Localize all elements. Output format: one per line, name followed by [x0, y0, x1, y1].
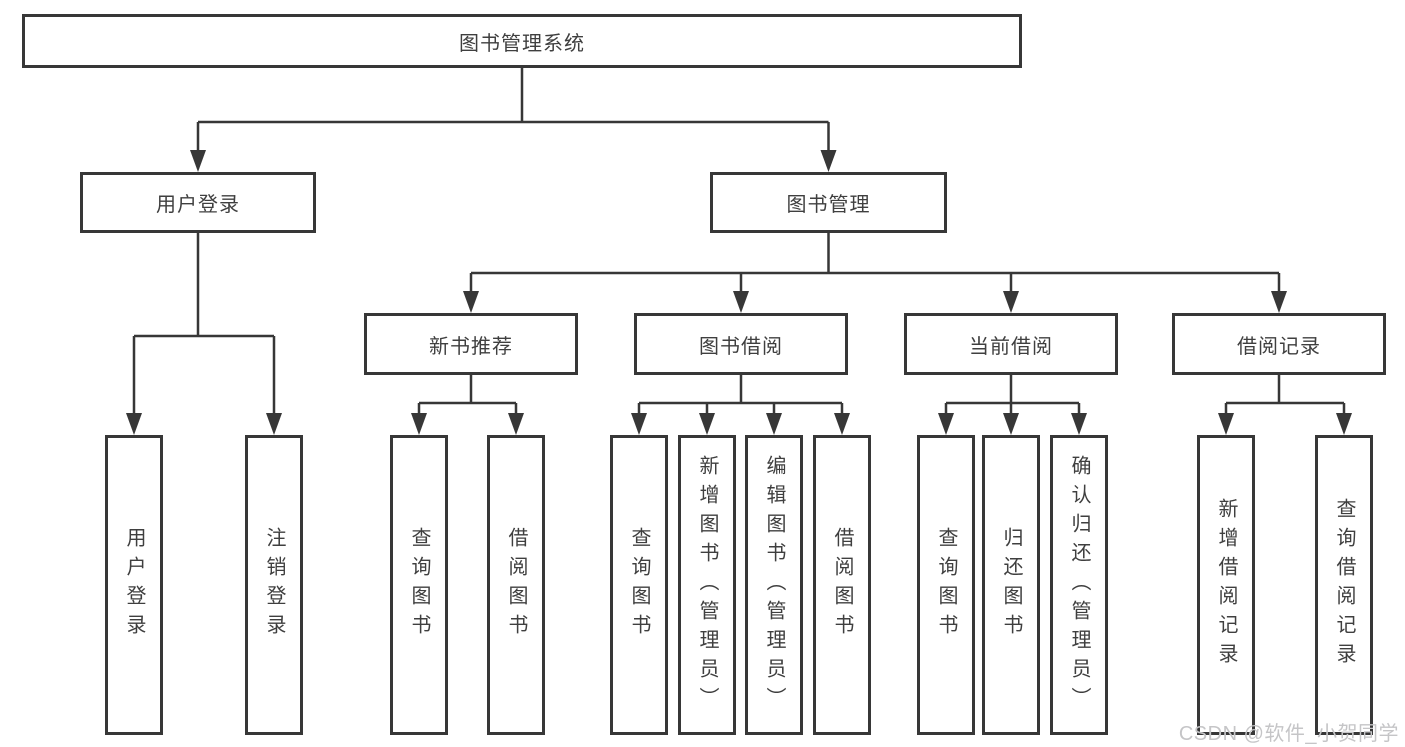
leaf-query-books-current: 查询图书 — [917, 435, 975, 735]
connector-currentborrow-to-leaves — [944, 375, 1081, 416]
leaf-user-login-label: 用户登录 — [123, 527, 145, 643]
node-current-borrow: 当前借阅 — [904, 313, 1118, 375]
leaf-query-books-recommend: 查询图书 — [390, 435, 448, 735]
leaf-borrow-books-recommend: 借阅图书 — [487, 435, 545, 735]
leaf-return-books: 归还图书 — [982, 435, 1040, 735]
leaf-confirm-return-admin-label: 确认归还（管理员） — [1068, 454, 1090, 716]
node-borrow-records: 借阅记录 — [1172, 313, 1386, 375]
leaf-add-borrow-record-label: 新增借阅记录 — [1215, 498, 1237, 672]
node-current-borrow-label: 当前借阅 — [969, 335, 1053, 358]
leaf-edit-book-admin: 编辑图书（管理员） — [745, 435, 803, 735]
leaf-query-borrow-record: 查询借阅记录 — [1315, 435, 1373, 735]
node-book-management-label: 图书管理 — [786, 194, 871, 216]
leaf-query-books-recommend-label: 查询图书 — [408, 527, 430, 643]
node-new-book-recommend: 新书推荐 — [364, 313, 578, 375]
node-borrow-records-label: 借阅记录 — [1237, 335, 1321, 358]
leaf-edit-book-admin-label: 编辑图书（管理员） — [763, 454, 785, 716]
leaf-add-borrow-record: 新增借阅记录 — [1197, 435, 1255, 735]
connector-bookmgmt-to-level3 — [469, 233, 1281, 293]
leaf-borrow-books-recommend-label: 借阅图书 — [505, 527, 527, 643]
leaf-logout: 注销登录 — [245, 435, 303, 735]
connector-bookborrow-to-leaves — [637, 375, 844, 416]
connector-userlogin-to-leaves — [132, 233, 276, 416]
connector-newbook-to-leaves — [417, 375, 518, 416]
leaf-query-borrow-record-label: 查询借阅记录 — [1333, 498, 1355, 672]
leaf-confirm-return-admin: 确认归还（管理员） — [1050, 435, 1108, 735]
arrowheads — [126, 150, 1352, 435]
leaf-logout-label: 注销登录 — [263, 527, 285, 643]
leaf-add-book-admin: 新增图书（管理员） — [678, 435, 736, 735]
node-user-login-branch: 用户登录 — [80, 172, 316, 233]
leaf-borrow-books: 借阅图书 — [813, 435, 871, 735]
node-root-label: 图书管理系统 — [459, 32, 585, 55]
connector-borrowrecord-to-leaves — [1224, 375, 1346, 416]
csdn-watermark: CSDN @软件_小贺同学 — [1178, 723, 1399, 745]
node-root: 图书管理系统 — [22, 14, 1022, 68]
node-book-borrow: 图书借阅 — [634, 313, 848, 375]
leaf-borrow-books-label: 借阅图书 — [831, 527, 853, 643]
node-book-management-branch: 图书管理 — [710, 172, 947, 233]
node-book-borrow-label: 图书借阅 — [699, 335, 783, 358]
leaf-add-book-admin-label: 新增图书（管理员） — [696, 454, 718, 716]
leaf-return-books-label: 归还图书 — [1000, 527, 1022, 643]
leaf-query-books-borrow-label: 查询图书 — [628, 527, 650, 643]
leaf-user-login: 用户登录 — [105, 435, 163, 735]
leaf-query-books-borrow: 查询图书 — [610, 435, 668, 735]
leaf-query-books-current-label: 查询图书 — [935, 527, 957, 643]
node-new-book-recommend-label: 新书推荐 — [429, 335, 513, 358]
connector-root-to-level2 — [196, 68, 830, 152]
node-user-login-label: 用户登录 — [156, 194, 240, 216]
